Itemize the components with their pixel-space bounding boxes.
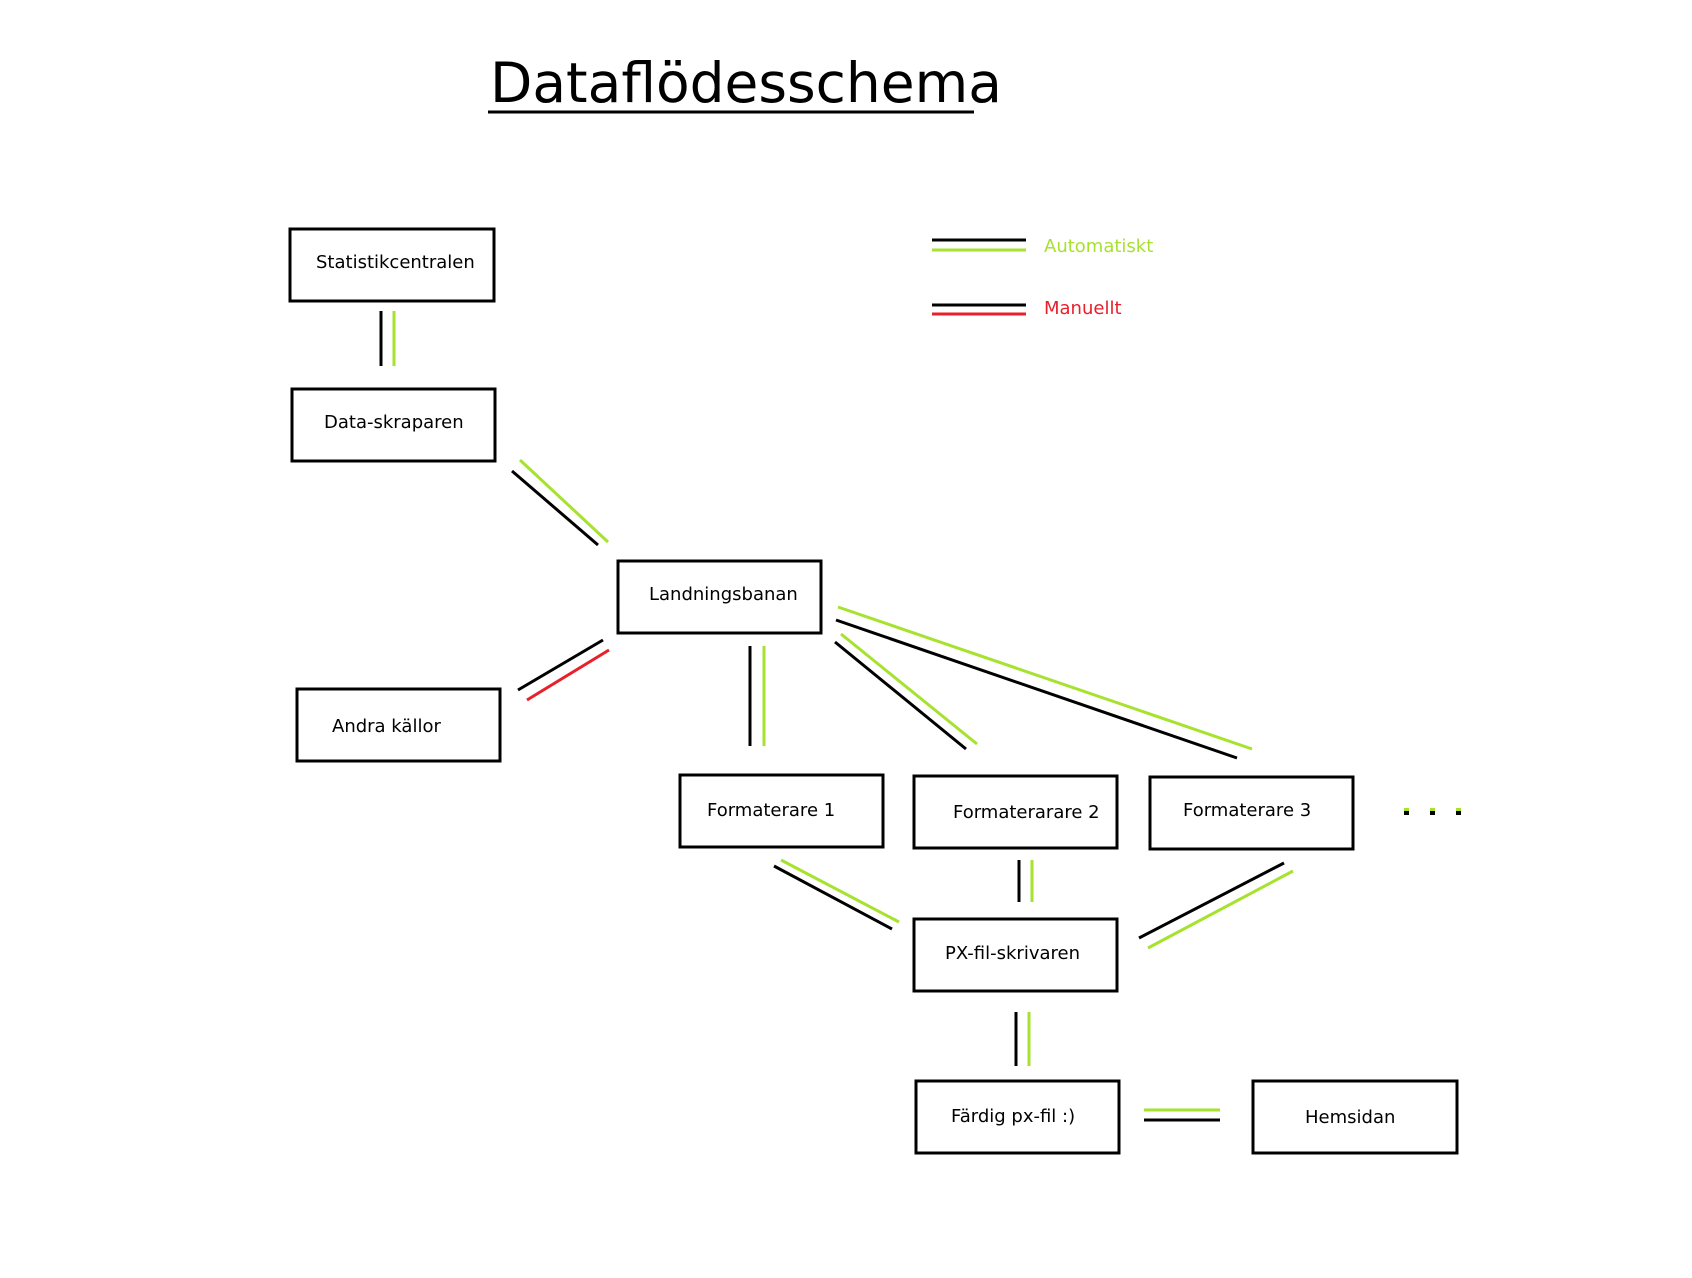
edge-landningsbanan-formaterare-1 [748, 646, 766, 746]
legend-manual-label: Manuellt [1044, 298, 1122, 319]
edge-data-skraparen-landningsbanan [511, 458, 610, 547]
node-label-andra-kallor: Andra källor [332, 716, 441, 737]
node-label-px-fil-skrivaren: PX-fil-skrivaren [945, 943, 1080, 964]
node-formaterare-3: Formaterare 3 [1148, 775, 1355, 851]
edge-formaterare-1-px-fil-skrivaren [773, 858, 900, 931]
legend-automatic-label: Automatiskt [1044, 236, 1153, 257]
node-label-formaterare-2: Formaterarare 2 [953, 802, 1100, 823]
node-fardig-px-fil: Färdig px-fil :) [914, 1079, 1121, 1155]
connectors [379, 311, 1294, 1122]
node-statistikcentralen: Statistikcentralen [288, 227, 496, 303]
node-formaterare-1: Formaterare 1 [678, 773, 885, 849]
node-data-skraparen: Data-skraparen [290, 387, 497, 463]
node-label-formaterare-1: Formaterare 1 [707, 800, 835, 821]
edge-formaterare-2-px-fil-skrivaren [1017, 860, 1034, 902]
node-formaterare-2: Formaterarare 2 [912, 774, 1119, 850]
node-label-data-skraparen: Data-skraparen [324, 412, 464, 433]
edge-landningsbanan-formaterare-2 [834, 632, 978, 751]
legend: Automatiskt Manuellt [932, 236, 1153, 319]
edge-statistikcentralen-data-skraparen [379, 311, 396, 366]
node-hemsidan: Hemsidan [1251, 1079, 1459, 1155]
edge-andra-kallor-landningsbanan [517, 638, 610, 702]
node-label-hemsidan: Hemsidan [1305, 1107, 1395, 1128]
node-label-landningsbanan: Landningsbanan [649, 584, 798, 605]
edge-px-fil-skrivaren-fardig-px-fil [1014, 1012, 1031, 1066]
node-label-formaterare-3: Formaterare 3 [1183, 800, 1311, 821]
node-andra-kallor: Andra källor [295, 687, 502, 763]
diagram-title: Dataflödesschema [490, 51, 1002, 115]
edge-fardig-px-fil-hemsidan [1144, 1108, 1220, 1122]
node-landningsbanan: Landningsbanan [616, 559, 823, 635]
node-label-statistikcentralen: Statistikcentralen [316, 252, 475, 273]
edge-landningsbanan-formaterare-3 [835, 605, 1253, 760]
node-px-fil-skrivaren: PX-fil-skrivaren [912, 917, 1119, 993]
node-label-fardig-px-fil: Färdig px-fil :) [951, 1106, 1075, 1127]
more-formatters-ellipsis [1404, 808, 1461, 815]
edge-formaterare-3-px-fil-skrivaren [1138, 861, 1294, 950]
